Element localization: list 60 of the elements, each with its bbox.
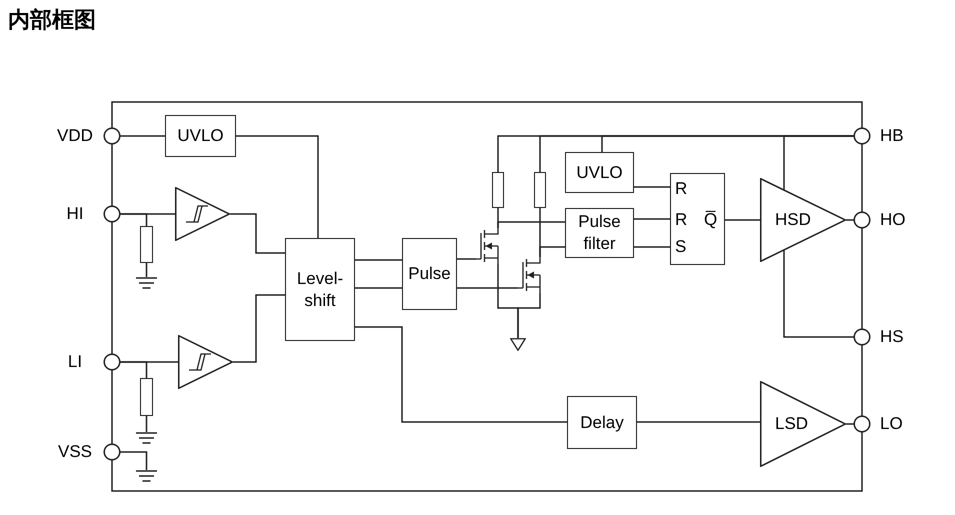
wire xyxy=(634,218,670,220)
ground-symbol xyxy=(136,432,157,444)
wire xyxy=(725,219,760,221)
wire xyxy=(120,451,148,470)
pin-label: HS xyxy=(880,326,904,348)
wire xyxy=(355,287,402,289)
pin-label: HI xyxy=(66,203,84,225)
wire xyxy=(120,135,165,137)
wire xyxy=(783,250,854,338)
schmitt-trigger-symbol xyxy=(175,187,230,241)
wire xyxy=(230,213,285,254)
pin-label: VSS xyxy=(58,441,92,463)
input-label: R xyxy=(675,179,688,199)
wire xyxy=(634,186,670,188)
pin-label: LI xyxy=(68,351,82,373)
wire xyxy=(355,326,567,423)
schmitt-trigger-symbol xyxy=(178,335,233,389)
function-block: Pulse xyxy=(402,238,457,310)
latch-block xyxy=(670,173,725,265)
wire xyxy=(236,135,319,238)
function-block: Pulse filter xyxy=(565,208,634,258)
wire xyxy=(634,246,670,248)
wire xyxy=(846,219,854,221)
pin-label: LO xyxy=(880,413,903,435)
wire xyxy=(457,258,476,260)
function-block: Delay xyxy=(567,396,637,449)
wire xyxy=(497,221,565,228)
wire xyxy=(120,361,148,378)
function-block: UVLO xyxy=(165,115,236,157)
function-block: UVLO xyxy=(565,152,634,193)
ground-symbol xyxy=(136,470,157,482)
driver-triangle: HSD xyxy=(760,178,846,262)
output-label: Q̅ xyxy=(704,210,718,230)
wire xyxy=(120,213,148,226)
wire xyxy=(539,246,565,257)
input-label: R xyxy=(675,210,688,230)
ground-symbol xyxy=(510,338,526,351)
transistor-symbol xyxy=(518,257,542,293)
driver-triangle: LSD xyxy=(760,381,846,467)
wire xyxy=(783,135,854,190)
wire xyxy=(355,259,402,261)
resistor-symbol xyxy=(534,172,546,208)
transistor-symbol xyxy=(476,228,500,264)
diagram-title: 内部框图 xyxy=(8,6,96,34)
wire xyxy=(457,287,518,289)
wire xyxy=(637,421,760,423)
wire xyxy=(146,416,148,432)
resistor-symbol xyxy=(140,226,153,263)
wire xyxy=(146,263,148,277)
resistor-symbol xyxy=(140,378,153,416)
wire xyxy=(233,294,285,363)
pin-label: HB xyxy=(880,125,904,147)
input-label: S xyxy=(675,237,686,257)
resistor-symbol xyxy=(492,172,504,208)
pin-label: VDD xyxy=(57,125,93,147)
wire xyxy=(517,293,541,338)
pin-label: HO xyxy=(880,209,906,231)
wire xyxy=(846,423,854,425)
ground-symbol xyxy=(136,277,157,289)
function-block: Level- shift xyxy=(285,238,355,341)
